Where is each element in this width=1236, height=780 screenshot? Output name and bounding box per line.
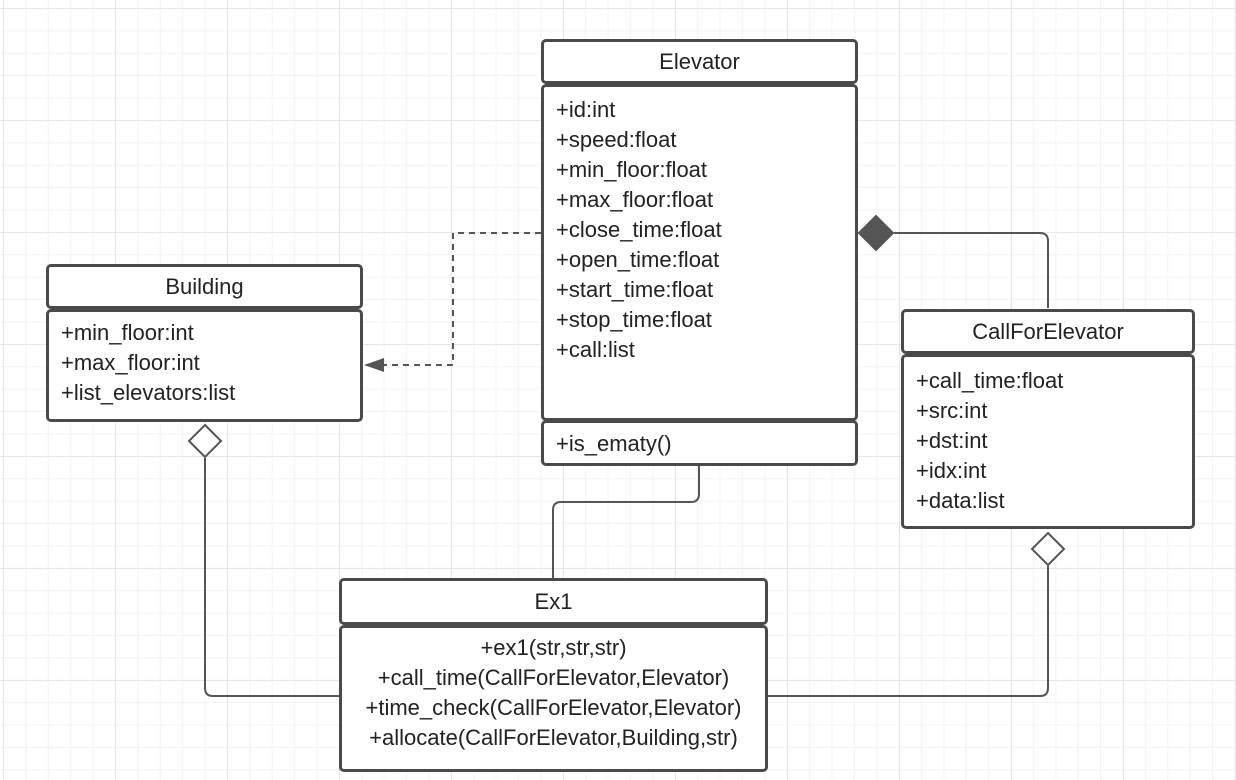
class-ex1-methods: +ex1(str,str,str) +call_time(CallForElev…	[339, 625, 768, 772]
aggregation-diamond-building-icon	[187, 423, 223, 459]
class-callforelevator-header: CallForElevator	[901, 309, 1195, 354]
composition-diamond-icon	[857, 214, 895, 252]
aggregation-line-ex1-elevator	[552, 463, 700, 578]
class-elevator-name: Elevator	[659, 48, 740, 74]
class-elevator[interactable]: Elevator +id:int +speed:float +min_floor…	[541, 39, 858, 466]
attribute-row: +max_floor:int	[61, 350, 200, 375]
method-row: +is_ematy()	[556, 431, 672, 456]
attribute-row: +close_time:float	[556, 217, 722, 242]
class-elevator-header: Elevator	[541, 39, 858, 84]
class-elevator-methods: +is_ematy()	[541, 420, 858, 466]
class-building[interactable]: Building +min_floor:int +max_floor:int +…	[46, 264, 363, 423]
attribute-row: +list_elevators:list	[61, 380, 236, 405]
attribute-row: +min_floor:float	[556, 157, 708, 182]
composition-line-callforelevator-elevator	[894, 232, 1049, 308]
class-building-name: Building	[165, 273, 244, 299]
class-building-attributes: +min_floor:int +max_floor:int +list_elev…	[46, 309, 363, 422]
class-building-header: Building	[46, 264, 363, 309]
attribute-row: +max_floor:float	[556, 187, 714, 212]
method-row: +call_time(CallForElevator,Elevator)	[377, 665, 730, 690]
attribute-row: +data:list	[916, 488, 1005, 513]
attribute-row: +stop_time:float	[556, 307, 712, 332]
attribute-row: +idx:int	[916, 458, 987, 483]
dependency-line-elevator-building	[372, 232, 541, 366]
attribute-row: +src:int	[916, 398, 988, 423]
class-ex1[interactable]: Ex1 +ex1(str,str,str) +call_time(CallFor…	[339, 578, 768, 772]
attribute-row: +min_floor:int	[61, 320, 194, 345]
attribute-row: +call_time:float	[916, 368, 1064, 393]
aggregation-line-ex1-callforelevator	[768, 566, 1049, 697]
attribute-row: +dst:int	[916, 428, 988, 453]
class-callforelevator-name: CallForElevator	[972, 318, 1124, 344]
class-callforelevator-attributes: +call_time:float +src:int +dst:int +idx:…	[901, 354, 1195, 529]
attribute-row: +speed:float	[556, 127, 677, 152]
method-row: +time_check(CallForElevator,Elevator)	[365, 695, 742, 720]
method-row: +ex1(str,str,str)	[480, 635, 627, 660]
class-ex1-header: Ex1	[339, 578, 768, 625]
dependency-arrowhead-icon	[364, 358, 384, 372]
class-elevator-attributes: +id:int +speed:float +min_floor:float +m…	[541, 84, 858, 421]
aggregation-line-ex1-building	[204, 458, 339, 697]
attribute-row: +call:list	[556, 337, 635, 362]
method-row: +allocate(CallForElevator,Building,str)	[369, 725, 738, 750]
attribute-row: +start_time:float	[556, 277, 714, 302]
aggregation-diamond-callforelevator-icon	[1030, 531, 1066, 567]
attribute-row: +id:int	[556, 97, 616, 122]
class-ex1-name: Ex1	[534, 588, 573, 614]
attribute-row: +open_time:float	[556, 247, 720, 272]
class-callforelevator[interactable]: CallForElevator +call_time:float +src:in…	[901, 309, 1195, 530]
